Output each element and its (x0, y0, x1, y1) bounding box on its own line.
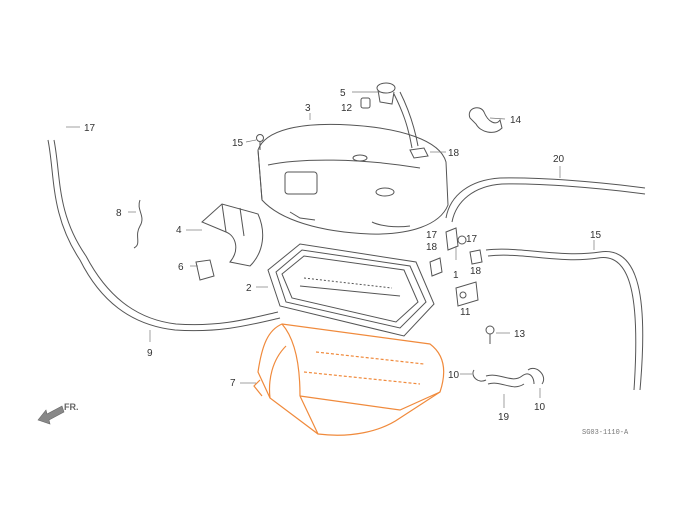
callout-17-left: 17 (84, 123, 96, 134)
callout-10-right: 10 (534, 402, 546, 413)
callout-18-upper: 18 (448, 148, 460, 159)
rubber-6 (195, 259, 215, 281)
callout-12: 12 (341, 103, 353, 114)
callout-20: 20 (553, 154, 565, 165)
hose-20 (445, 177, 646, 219)
screw-15-upper (256, 134, 264, 150)
air-cleaner-upper-cover (257, 123, 449, 235)
callout-3: 3 (305, 103, 311, 114)
callout-7: 7 (230, 378, 236, 389)
callout-17-mid-a: 17 (426, 230, 438, 241)
callout-11: 11 (460, 307, 471, 318)
front-direction-arrow: FR. (37, 402, 79, 425)
hose-9 (47, 139, 281, 332)
callout-2: 2 (246, 283, 252, 294)
air-cleaner-element (267, 243, 435, 337)
callout-10-left: 10 (448, 370, 460, 381)
hose-15-right (485, 248, 644, 391)
front-direction-label: FR. (64, 402, 79, 412)
resonator-duct (201, 203, 264, 267)
callout-14: 14 (510, 115, 522, 126)
leader-lines (66, 91, 595, 408)
callout-18-mid-b: 18 (470, 266, 482, 277)
breather-tube (376, 82, 429, 159)
holder-14 (468, 107, 503, 133)
callout-1: 1 (453, 270, 459, 281)
callout-18-mid-a: 18 (426, 242, 438, 253)
callout-19: 19 (498, 412, 510, 423)
clamp-8 (133, 199, 143, 249)
callout-5: 5 (340, 88, 346, 99)
figure-code: SG03-1110-A (582, 429, 629, 437)
callout-13: 13 (514, 329, 526, 340)
callout-15-right: 15 (590, 230, 602, 241)
joint-parts (429, 227, 495, 344)
callout-4: 4 (176, 225, 182, 236)
callout-15-upper: 15 (232, 138, 244, 149)
hose-19 (472, 368, 544, 388)
clip-12 (360, 97, 371, 109)
callout-6: 6 (178, 262, 184, 273)
callout-17-mid-b: 17 (466, 234, 478, 245)
callout-9: 9 (147, 348, 153, 359)
callout-8: 8 (116, 208, 122, 219)
air-cleaner-lower-case (253, 323, 445, 436)
